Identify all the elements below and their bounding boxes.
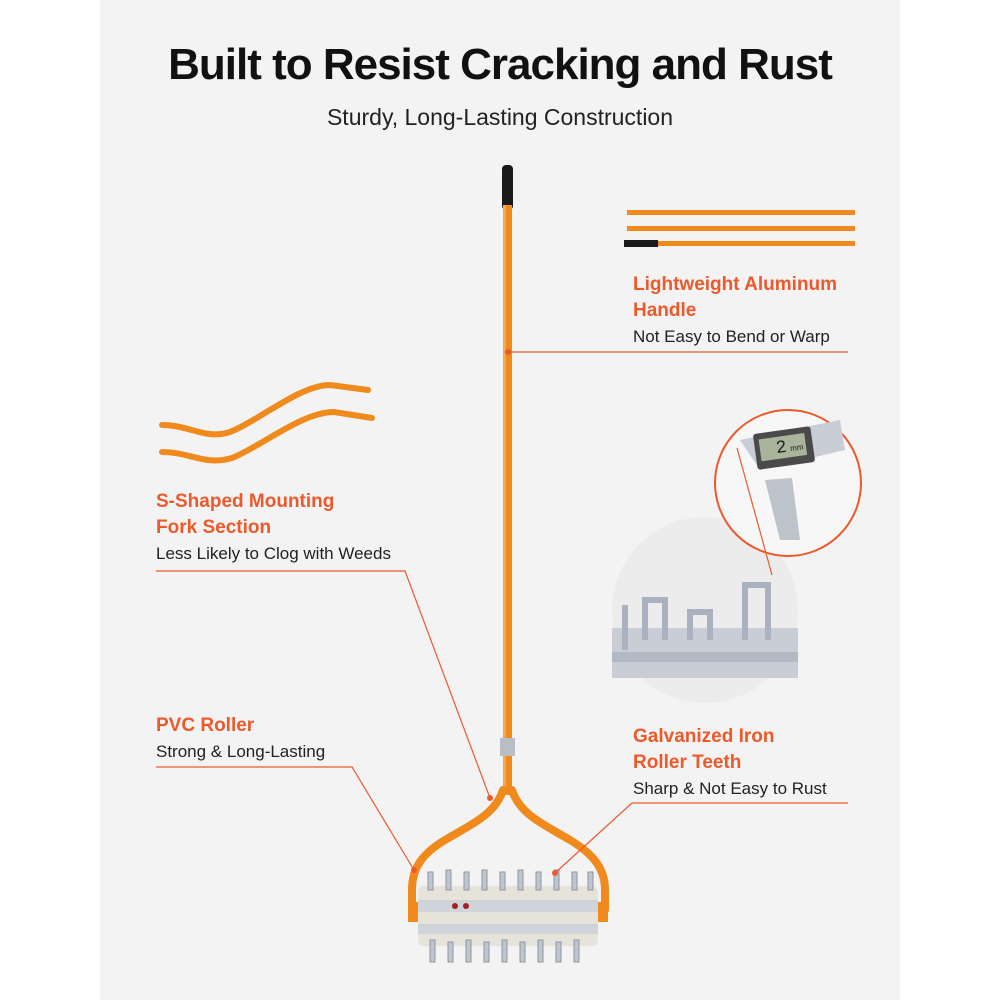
- caliper-unit: mm: [790, 442, 805, 453]
- callout-fork-title-2: Fork Section: [156, 517, 272, 538]
- callout-teeth: Galvanized Iron Roller Teeth Sharp & Not…: [633, 724, 827, 801]
- aerator-handle: [500, 165, 515, 795]
- spike-roller: [408, 869, 608, 963]
- leader-roller: [156, 766, 415, 871]
- mounting-fork: [408, 786, 609, 914]
- callout-handle: Lightweight Aluminum Handle Not Easy to …: [633, 272, 837, 349]
- page-subtitle: Sturdy, Long-Lasting Construction: [326, 104, 674, 130]
- caliper-reading: 2: [775, 438, 788, 459]
- leader-teeth: [554, 802, 848, 874]
- caliper-closeup: [714, 409, 862, 557]
- callout-teeth-title-2: Roller Teeth: [633, 752, 742, 773]
- callout-fork-description: Less Likely to Clog with Weeds: [156, 544, 391, 563]
- handle-shaft: [503, 205, 512, 795]
- callout-roller-description: Strong & Long-Lasting: [156, 742, 326, 761]
- callout-teeth-title-1: Galvanized Iron: [633, 726, 775, 747]
- leader-fork: [156, 570, 491, 799]
- leader-lines: [156, 351, 848, 874]
- callout-teeth-description: Sharp & Not Easy to Rust: [633, 779, 827, 798]
- handle-grip: [502, 165, 513, 210]
- leader-closeup: [736, 447, 773, 576]
- callout-handle-title-2: Handle: [633, 300, 697, 321]
- page-title: Built to Resist Cracking and Rust: [168, 40, 833, 89]
- callout-handle-description: Not Easy to Bend or Warp: [633, 327, 830, 346]
- teeth-closeup: [612, 517, 798, 703]
- callout-roller-title-1: PVC Roller: [156, 715, 255, 736]
- callout-fork-title-1: S-Shaped Mounting: [156, 491, 335, 512]
- s-fork-pieces: [159, 381, 375, 464]
- callout-handle-title-1: Lightweight Aluminum: [633, 274, 838, 295]
- callout-roller: PVC Roller Strong & Long-Lasting: [156, 713, 325, 764]
- callout-fork: S-Shaped Mounting Fork Section Less Like…: [156, 489, 391, 566]
- pvc-roller-body: [418, 886, 598, 946]
- handle-segments: [624, 210, 855, 247]
